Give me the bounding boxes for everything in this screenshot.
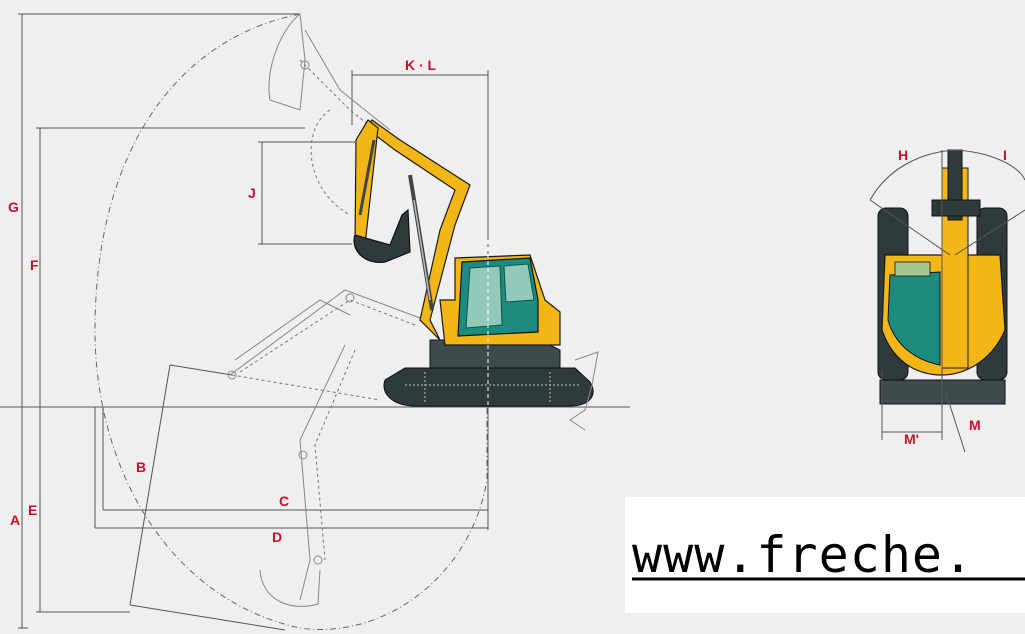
excavator-front-view: [869, 149, 1025, 453]
ghost-arm-deep: [259, 344, 356, 607]
dimension-j: [258, 141, 355, 245]
label-kl: K · L: [405, 57, 437, 73]
dimension-c-d: [94, 407, 489, 530]
label-g: G: [8, 199, 19, 215]
watermark-text: www.freche.: [632, 526, 974, 584]
label-f: F: [30, 257, 39, 273]
ghost-arm-raised: [268, 13, 401, 216]
label-j: J: [248, 185, 256, 201]
label-d: D: [272, 529, 282, 545]
label-c: C: [279, 493, 289, 509]
label-b: B: [136, 459, 146, 475]
label-h: H: [898, 147, 908, 163]
label-e: E: [28, 502, 37, 518]
dimension-lines-left: [18, 13, 305, 629]
ghost-arm-extended: [227, 289, 421, 401]
bucket: [353, 208, 411, 263]
label-m-prime: M': [904, 431, 919, 447]
label-a: A: [10, 512, 20, 528]
label-i: I: [1003, 147, 1007, 163]
track: [383, 367, 594, 407]
excavator-side-view: [353, 119, 599, 431]
dimension-b: [129, 364, 286, 631]
watermark-box: [625, 497, 1025, 613]
label-m: M: [969, 417, 981, 433]
